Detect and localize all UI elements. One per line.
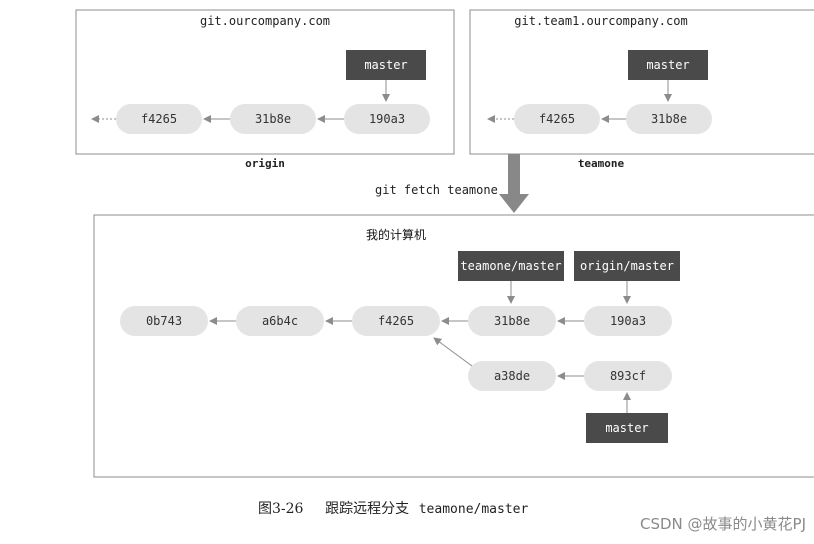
local-computer-box: 我的计算机 teamone/master origin/master 0b743… bbox=[93, 214, 814, 478]
caption-line: 图3-26 跟踪远程分支 teamone/master bbox=[258, 498, 528, 517]
fetch-arrow bbox=[499, 154, 529, 213]
local-origin-master-ref bbox=[574, 251, 680, 281]
local-computer-title: 我的计算机 bbox=[366, 227, 426, 242]
origin-commit-f4265-label: f4265 bbox=[141, 112, 177, 126]
local-commit-0b743 bbox=[120, 306, 208, 336]
origin-master-ref-label: master bbox=[364, 58, 407, 72]
teamone-master-ref-label: master bbox=[646, 58, 689, 72]
origin-server-box: git.ourcompany.com master f4265 31b8e 19… bbox=[75, 9, 455, 170]
caption-code: teamone/master bbox=[419, 502, 529, 517]
local-commit-a38de-label: a38de bbox=[494, 369, 530, 383]
local-commit-a6b4c-label: a6b4c bbox=[262, 314, 298, 328]
origin-commit-f4265 bbox=[116, 104, 202, 134]
origin-commit-190a3 bbox=[344, 104, 430, 134]
local-commit-190a3-label: 190a3 bbox=[610, 314, 646, 328]
local-commit-31b8e bbox=[468, 306, 556, 336]
teamone-server-box: git.team1.ourcompany.com master f4265 31… bbox=[469, 9, 814, 170]
local-commit-a38de bbox=[468, 361, 556, 391]
origin-server-title: git.ourcompany.com bbox=[200, 14, 330, 28]
teamone-commit-f4265-label: f4265 bbox=[539, 112, 575, 126]
local-commit-f4265-label: f4265 bbox=[378, 314, 414, 328]
csdn-watermark: CSDN @故事的小黄花PJ bbox=[640, 515, 806, 533]
local-teamone-master-ref-label: teamone/master bbox=[460, 259, 561, 273]
local-commit-190a3 bbox=[584, 306, 672, 336]
teamone-master-ref bbox=[628, 50, 708, 80]
local-origin-master-ref-label: origin/master bbox=[580, 259, 674, 273]
local-commit-a6b4c bbox=[236, 306, 324, 336]
teamone-commit-31b8e bbox=[626, 104, 712, 134]
local-commit-31b8e-label: 31b8e bbox=[494, 314, 530, 328]
teamone-commit-31b8e-label: 31b8e bbox=[651, 112, 687, 126]
local-commit-893cf bbox=[584, 361, 672, 391]
local-commit-f4265 bbox=[352, 306, 440, 336]
origin-commit-31b8e bbox=[230, 104, 316, 134]
fetch-command-label: git fetch teamone bbox=[375, 183, 498, 197]
local-commit-893cf-label: 893cf bbox=[610, 369, 646, 383]
teamone-server-title: git.team1.ourcompany.com bbox=[514, 14, 687, 28]
teamone-label: teamone bbox=[578, 157, 625, 170]
caption-number: 图3-26 bbox=[258, 501, 304, 517]
local-master-ref bbox=[586, 413, 668, 443]
origin-commit-31b8e-label: 31b8e bbox=[255, 112, 291, 126]
local-commit-0b743-label: 0b743 bbox=[146, 314, 182, 328]
teamone-commit-f4265 bbox=[514, 104, 600, 134]
local-arrow-a38de-f4265 bbox=[433, 337, 473, 367]
caption-text: 跟踪远程分支 bbox=[325, 501, 409, 517]
origin-master-ref bbox=[346, 50, 426, 80]
origin-commit-190a3-label: 190a3 bbox=[369, 112, 405, 126]
local-master-ref-label: master bbox=[605, 421, 648, 435]
local-teamone-master-ref bbox=[458, 251, 564, 281]
origin-label: origin bbox=[245, 157, 285, 170]
figure-caption: 图3-26 跟踪远程分支 teamone/master bbox=[258, 498, 528, 517]
